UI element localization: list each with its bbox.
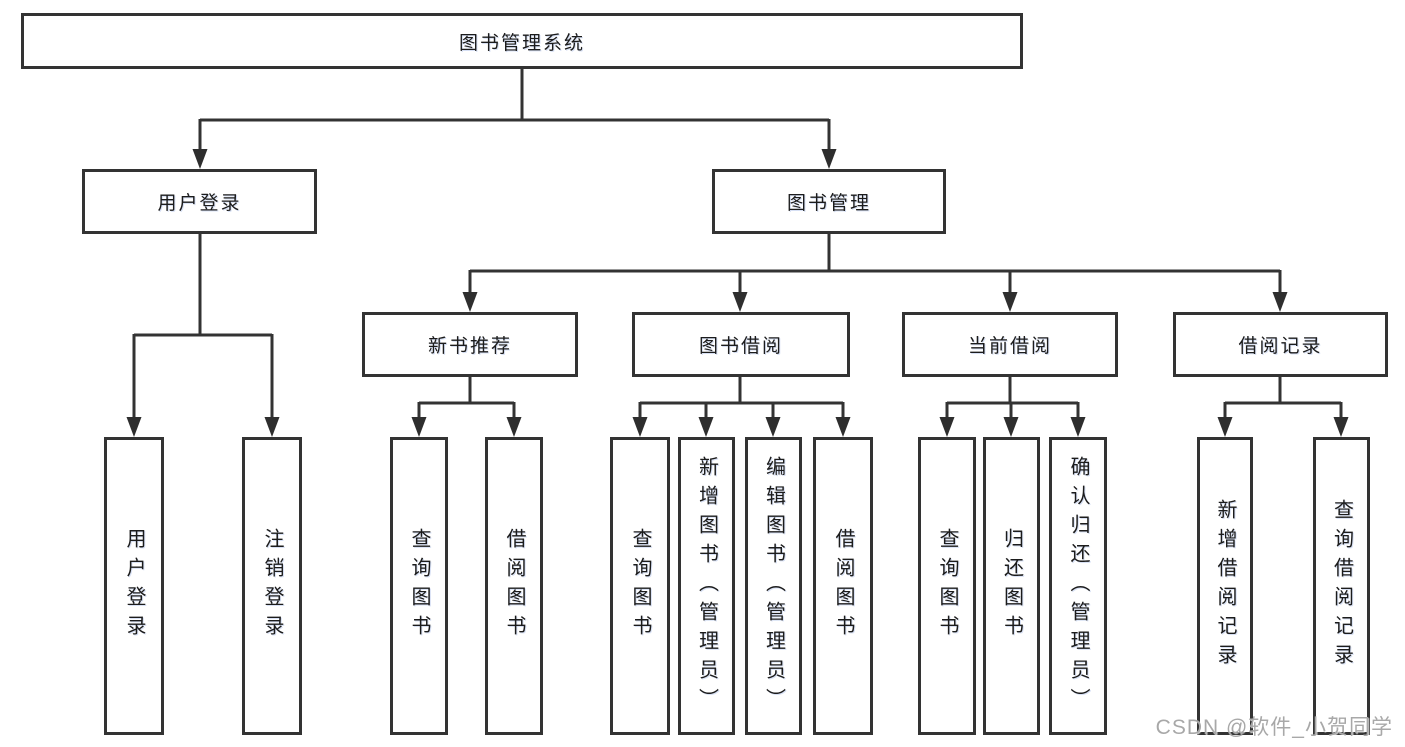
node-current-borrowing: 当前借阅 (902, 312, 1118, 377)
node-borrowing-records: 借阅记录 (1173, 312, 1388, 377)
leaf-return-books: 归还图书 (983, 437, 1040, 735)
leaf-query-books-recommend: 查询图书 (390, 437, 448, 735)
leaf-query-borrow-record: 查询借阅记录 (1313, 437, 1370, 735)
leaf-query-books-current: 查询图书 (918, 437, 976, 735)
leaf-confirm-return-admin: 确认归还（管理员） (1049, 437, 1107, 735)
leaf-logout: 注销登录 (242, 437, 302, 735)
csdn-watermark: CSDN @软件_小贺同学 (1155, 716, 1393, 739)
leaf-add-borrow-record: 新增借阅记录 (1197, 437, 1253, 735)
leaf-edit-books-admin: 编辑图书（管理员） (745, 437, 802, 735)
leaf-query-books-borrow: 查询图书 (610, 437, 670, 735)
leaf-borrow-books-recommend: 借阅图书 (485, 437, 543, 735)
node-root-system: 图书管理系统 (21, 13, 1023, 69)
arrowheads (126, 149, 1349, 437)
leaf-borrow-books: 借阅图书 (813, 437, 873, 735)
node-user-login: 用户登录 (82, 169, 317, 234)
node-book-borrowing: 图书借阅 (632, 312, 850, 377)
leaf-add-books-admin: 新增图书（管理员） (678, 437, 735, 735)
node-book-management: 图书管理 (712, 169, 946, 234)
node-new-book-recommend: 新书推荐 (362, 312, 578, 377)
leaf-user-login: 用户登录 (104, 437, 164, 735)
